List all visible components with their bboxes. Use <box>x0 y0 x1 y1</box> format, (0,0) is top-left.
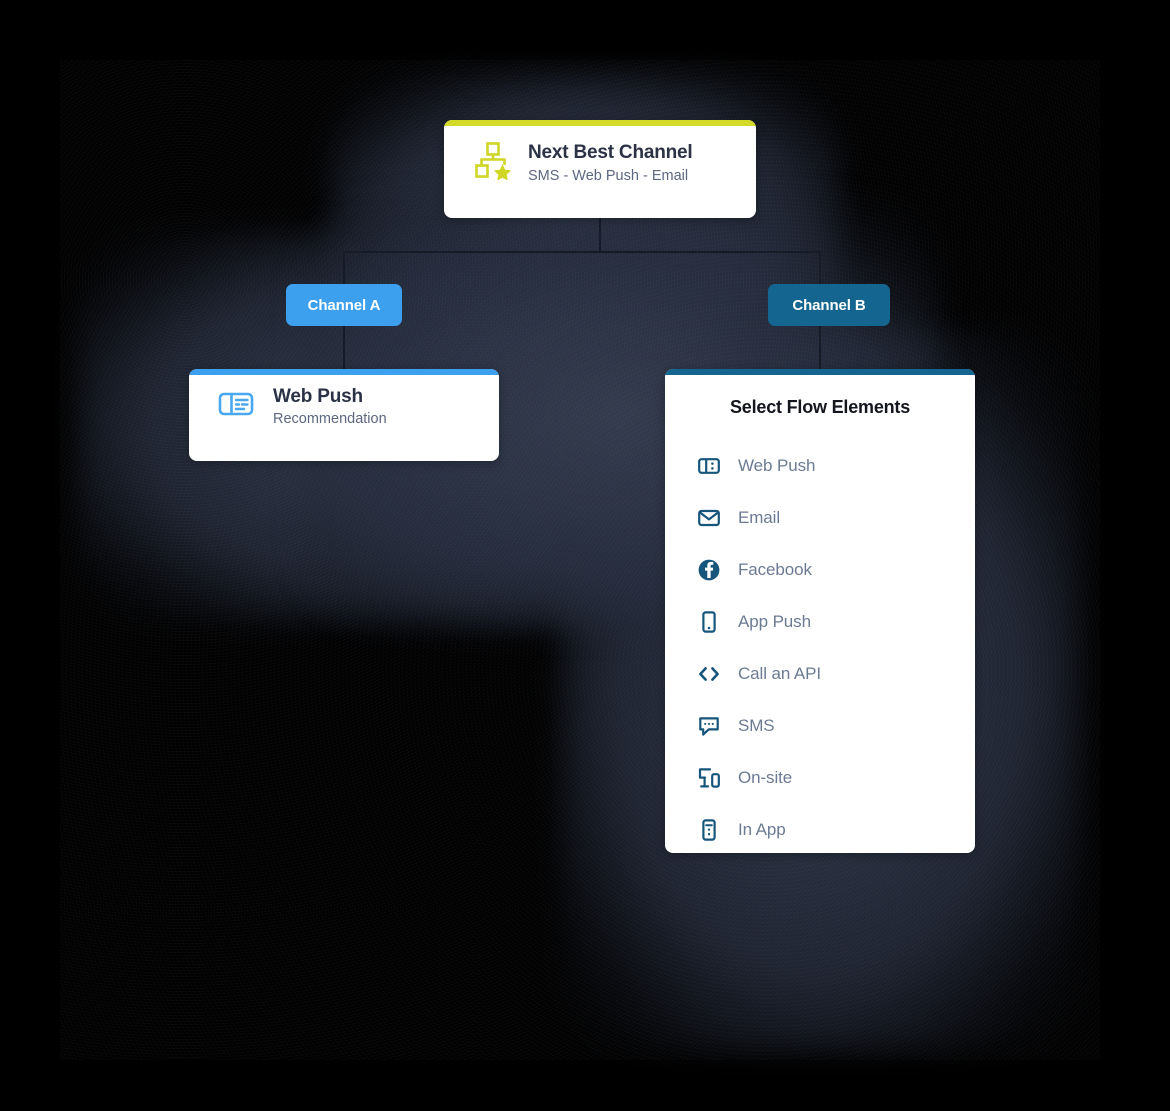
flow-element-email[interactable]: Email <box>665 492 975 544</box>
connector-root-down <box>599 218 601 253</box>
chat-bubble-icon <box>697 714 721 738</box>
channel-b-badge[interactable]: Channel B <box>768 284 890 326</box>
web-push-node[interactable]: Web Push Recommendation <box>189 369 499 461</box>
panel-title: Select Flow Elements <box>729 397 911 417</box>
flow-element-call-an-api[interactable]: Call an API <box>665 648 975 700</box>
flow-element-facebook[interactable]: Facebook <box>665 544 975 596</box>
facebook-icon <box>697 558 721 582</box>
node-subtitle: Recommendation <box>273 411 387 427</box>
flow-element-label: Web Push <box>738 456 816 475</box>
channel-b-label: Channel B <box>792 296 866 314</box>
flow-element-sms[interactable]: SMS <box>665 700 975 752</box>
channel-a-label: Channel A <box>307 296 381 314</box>
monitor-phone-icon <box>697 766 721 790</box>
channel-a-badge[interactable]: Channel A <box>286 284 402 326</box>
background-halo <box>330 72 840 372</box>
connector-to-channel-a <box>343 251 345 286</box>
web-push-icon <box>697 454 721 478</box>
flow-element-label: Call an API <box>738 664 822 683</box>
in-app-phone-icon <box>697 818 721 842</box>
flow-element-label: SMS <box>738 716 775 735</box>
web-push-icon <box>217 385 255 428</box>
node-title: Web Push <box>273 386 363 407</box>
select-flow-elements-panel: Select Flow Elements Web Push <box>665 369 975 853</box>
code-brackets-icon <box>697 662 721 686</box>
panel-accent-bar <box>665 369 975 375</box>
flow-element-label: App Push <box>738 612 811 631</box>
node-accent-bar <box>189 369 499 375</box>
node-subtitle: SMS - Web Push - Email <box>528 167 689 184</box>
connector-to-channel-b <box>819 251 821 286</box>
flow-element-app-push[interactable]: App Push <box>665 596 975 648</box>
flow-element-label: Email <box>738 508 781 527</box>
flow-element-label: On-site <box>738 768 793 787</box>
flow-element-label: In App <box>738 820 786 839</box>
mobile-phone-icon <box>697 610 721 634</box>
node-title: Next Best Channel <box>528 141 693 163</box>
flow-element-on-site[interactable]: On-site <box>665 752 975 804</box>
flow-element-in-app[interactable]: In App <box>665 804 975 853</box>
envelope-icon <box>697 506 721 530</box>
connector-channel-a-down <box>343 326 345 371</box>
connector-channel-b-down <box>819 326 821 371</box>
node-accent-bar <box>444 120 756 126</box>
hierarchy-star-icon <box>472 140 512 185</box>
flow-element-web-push[interactable]: Web Push <box>665 440 975 492</box>
flow-element-label: Facebook <box>738 560 812 579</box>
connector-horizontal <box>343 251 821 253</box>
next-best-channel-node[interactable]: Next Best Channel SMS - Web Push - Email <box>444 120 756 218</box>
